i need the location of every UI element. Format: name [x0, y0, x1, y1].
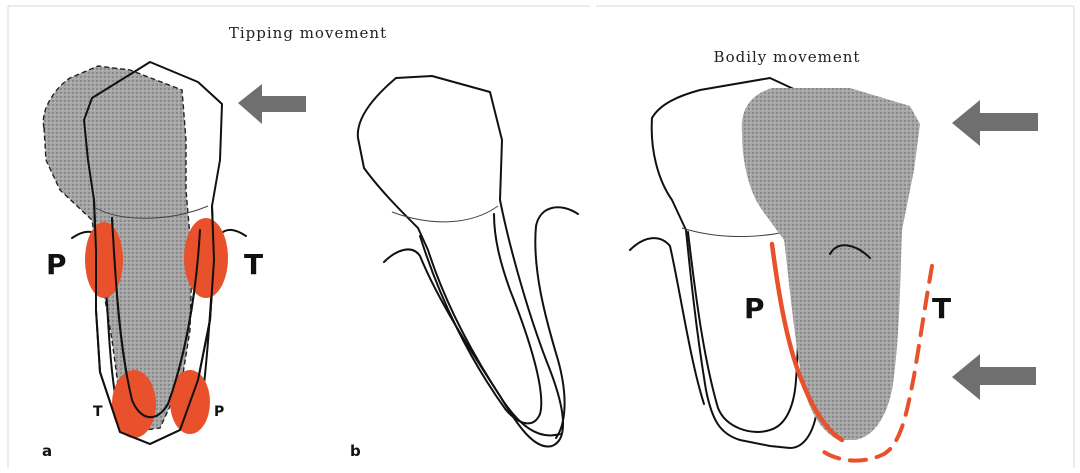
panel-a-tooth: [43, 62, 306, 444]
label-tension-upper-a: T: [244, 248, 263, 281]
bone-line-left-b: [384, 249, 560, 435]
label-pressure-upper-a: P: [46, 248, 67, 281]
label-tension-lower-a: T: [93, 404, 103, 420]
force-arrow-c-upper: [952, 100, 1038, 146]
tension-zone-upper-a: [184, 218, 228, 298]
force-arrow-c-lower: [952, 354, 1036, 400]
moved-tooth-shadow: [742, 88, 920, 440]
panel-label-a: a: [42, 442, 52, 460]
label-pressure-lower-a: P: [214, 404, 224, 420]
title-bodily-movement: Bodily movement: [714, 48, 861, 66]
title-tipping-movement: Tipping movement: [229, 24, 387, 42]
panel-b-tooth: [358, 76, 578, 447]
panel-c-tooth: [630, 78, 1038, 461]
force-arrow-a: [238, 84, 306, 124]
label-tension-c: T: [932, 292, 951, 325]
bone-line-left-c: [630, 238, 704, 404]
label-pressure-c: P: [744, 292, 765, 325]
cej-line-b: [392, 206, 498, 222]
root-inner-b: [420, 214, 541, 423]
tooth-outline-b: [358, 76, 563, 447]
panel-label-b: b: [350, 442, 361, 460]
